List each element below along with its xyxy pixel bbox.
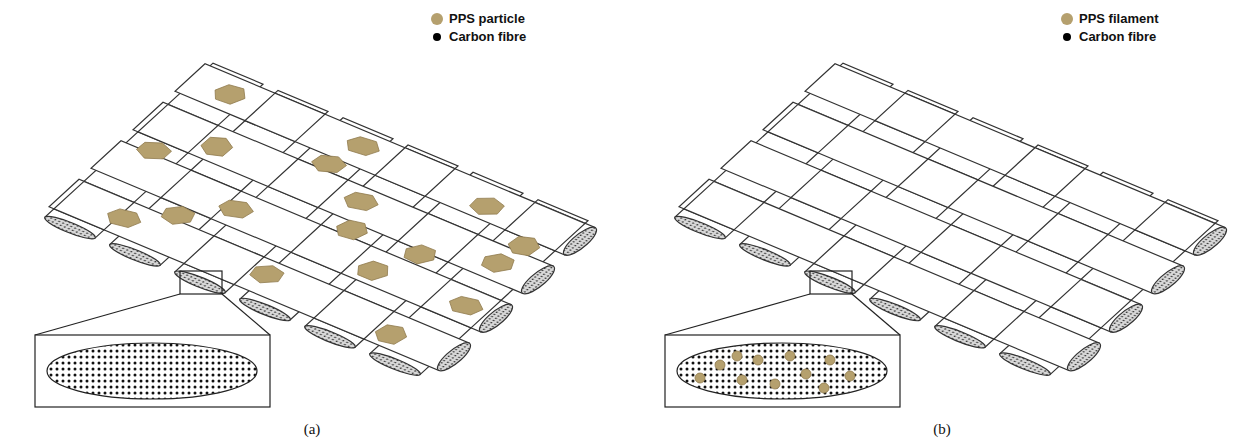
inset-callout <box>665 271 900 407</box>
legend-text: Carbon fibre <box>449 29 526 45</box>
legend-swatch <box>1063 33 1071 41</box>
pps-particles <box>61 72 578 364</box>
inset-callout <box>35 271 270 407</box>
panel-label: (a) <box>304 420 321 438</box>
legend-text: PPS particle <box>449 11 525 27</box>
panel-label: (b) <box>933 420 951 438</box>
legend-swatch <box>431 13 443 25</box>
legend-text: PPS filament <box>1079 11 1158 27</box>
legend-text: Carbon fibre <box>1079 29 1156 45</box>
legend-swatch <box>1061 13 1073 25</box>
legend-swatch <box>433 33 441 41</box>
